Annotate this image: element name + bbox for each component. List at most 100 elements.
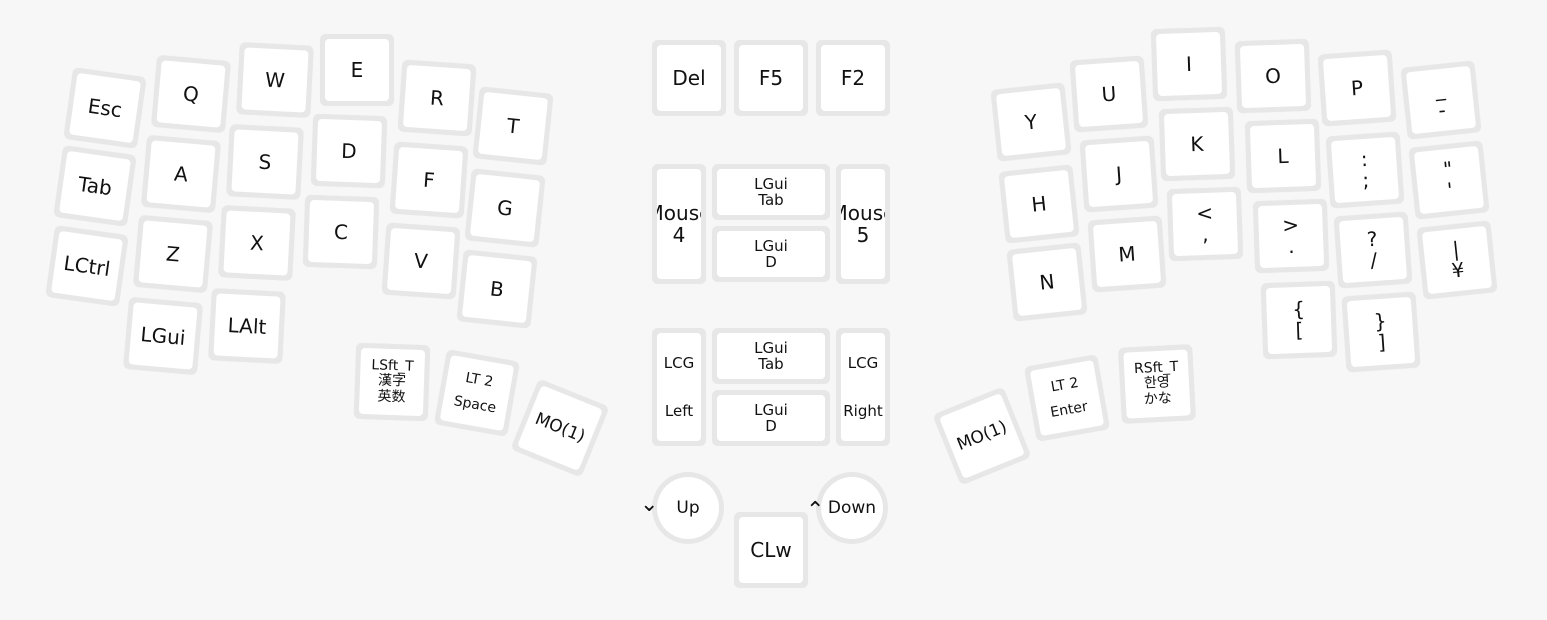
chevron-up-icon: ⌃ [806,498,825,523]
key-f2[interactable]: F2 [816,40,890,116]
key-label: LAlt [227,313,267,339]
key-label: Z [165,241,181,267]
key-u[interactable]: U [1069,55,1149,133]
key-q[interactable]: Q [151,54,231,134]
key-lgui[interactable]: LGui [123,296,203,376]
key-label-line1: LGui [754,174,788,193]
encoder-left[interactable]: Up [652,472,724,544]
key-t[interactable]: T [472,86,554,166]
key-g[interactable]: G [464,168,546,248]
key-tab[interactable]: Tab [53,145,137,227]
key-label: M [1117,241,1137,267]
key-label-line2: Left [664,401,694,420]
key-e[interactable]: E [320,34,394,106]
key-label: K [1190,131,1204,157]
key-label-line1: Mouse [657,201,701,225]
key-label: D [340,138,358,164]
key-label-line1: Mouse [841,201,885,225]
encoder-right[interactable]: Down [816,472,888,544]
key-j[interactable]: J [1079,135,1159,213]
key-slash[interactable]: ?/ [1333,211,1413,289]
key-semicolon[interactable]: :; [1325,131,1405,209]
key-label: X [249,230,265,256]
key-z[interactable]: Z [133,214,213,294]
key-lctrl[interactable]: LCtrl [45,225,129,307]
key-period[interactable]: >. [1252,198,1330,274]
key-w[interactable]: W [236,42,314,118]
key-clw[interactable]: CLw [734,512,808,588]
key-rbracket[interactable]: }] [1341,291,1421,373]
key-label-line2: D [765,253,777,271]
key-label-line2: D [765,417,777,435]
key-del[interactable]: Del [652,40,726,116]
key-label: L [1277,143,1289,169]
key-label-line2: / [1369,247,1378,273]
key-label: MO(1) [532,408,589,447]
key-mouse5[interactable]: Mouse5 [836,164,890,284]
key-m[interactable]: M [1087,215,1167,293]
key-quote[interactable]: "' [1408,140,1490,220]
key-c[interactable]: C [302,194,380,270]
key-x[interactable]: X [218,205,296,281]
key-label-line2: Tab [758,191,784,209]
key-label: B [488,276,506,302]
key-mo1-right[interactable]: MO(1) [932,386,1032,486]
key-yen[interactable]: |¥ [1416,220,1498,300]
key-f[interactable]: F [389,141,469,219]
key-lalt[interactable]: LAlt [208,288,286,364]
key-label: F [422,167,436,193]
key-mouse4[interactable]: Mouse4 [652,164,706,284]
key-s[interactable]: S [226,124,304,200]
key-label: N [1038,269,1056,295]
key-label: I [1185,51,1193,77]
key-label: R [429,85,445,111]
key-a[interactable]: A [141,134,221,214]
key-label: Y [1023,109,1039,135]
key-esc[interactable]: Esc [63,67,147,149]
key-h[interactable]: H [998,164,1080,244]
chevron-down-icon: ⌄ [640,492,659,517]
key-label: LGui [139,322,187,350]
key-k[interactable]: K [1158,106,1236,182]
key-label: Esc [86,93,124,123]
key-label-line2: 5 [856,223,870,247]
key-label-line2: [ [1295,317,1304,343]
key-f5[interactable]: F5 [734,40,808,116]
key-lbracket[interactable]: {[ [1260,280,1338,360]
key-label-line1: LT 2 [464,369,495,391]
key-d[interactable]: D [310,113,388,189]
key-y[interactable]: Y [990,82,1072,162]
key-label: U [1100,81,1118,107]
key-label: E [350,58,364,82]
key-label: P [1350,75,1364,101]
key-b[interactable]: B [456,249,538,329]
key-o[interactable]: O [1234,38,1312,114]
encoder-label: Down [827,497,877,518]
key-label-line2: , [1201,221,1209,247]
key-label-line2: ] [1376,329,1387,355]
key-mo1-left[interactable]: MO(1) [510,378,610,478]
key-comma[interactable]: <, [1166,186,1244,262]
key-label-line2: ; [1361,167,1370,193]
key-v[interactable]: V [381,222,461,300]
key-n[interactable]: N [1006,242,1088,322]
key-l[interactable]: L [1244,118,1322,194]
key-label: LCtrl [62,250,112,282]
key-p[interactable]: P [1317,49,1397,127]
key-minus[interactable]: _- [1400,60,1482,140]
key-label: MO(1) [953,416,1010,455]
key-label: C [333,219,349,245]
key-label: O [1264,63,1282,89]
key-r[interactable]: R [397,59,477,137]
key-i[interactable]: I [1150,26,1228,102]
